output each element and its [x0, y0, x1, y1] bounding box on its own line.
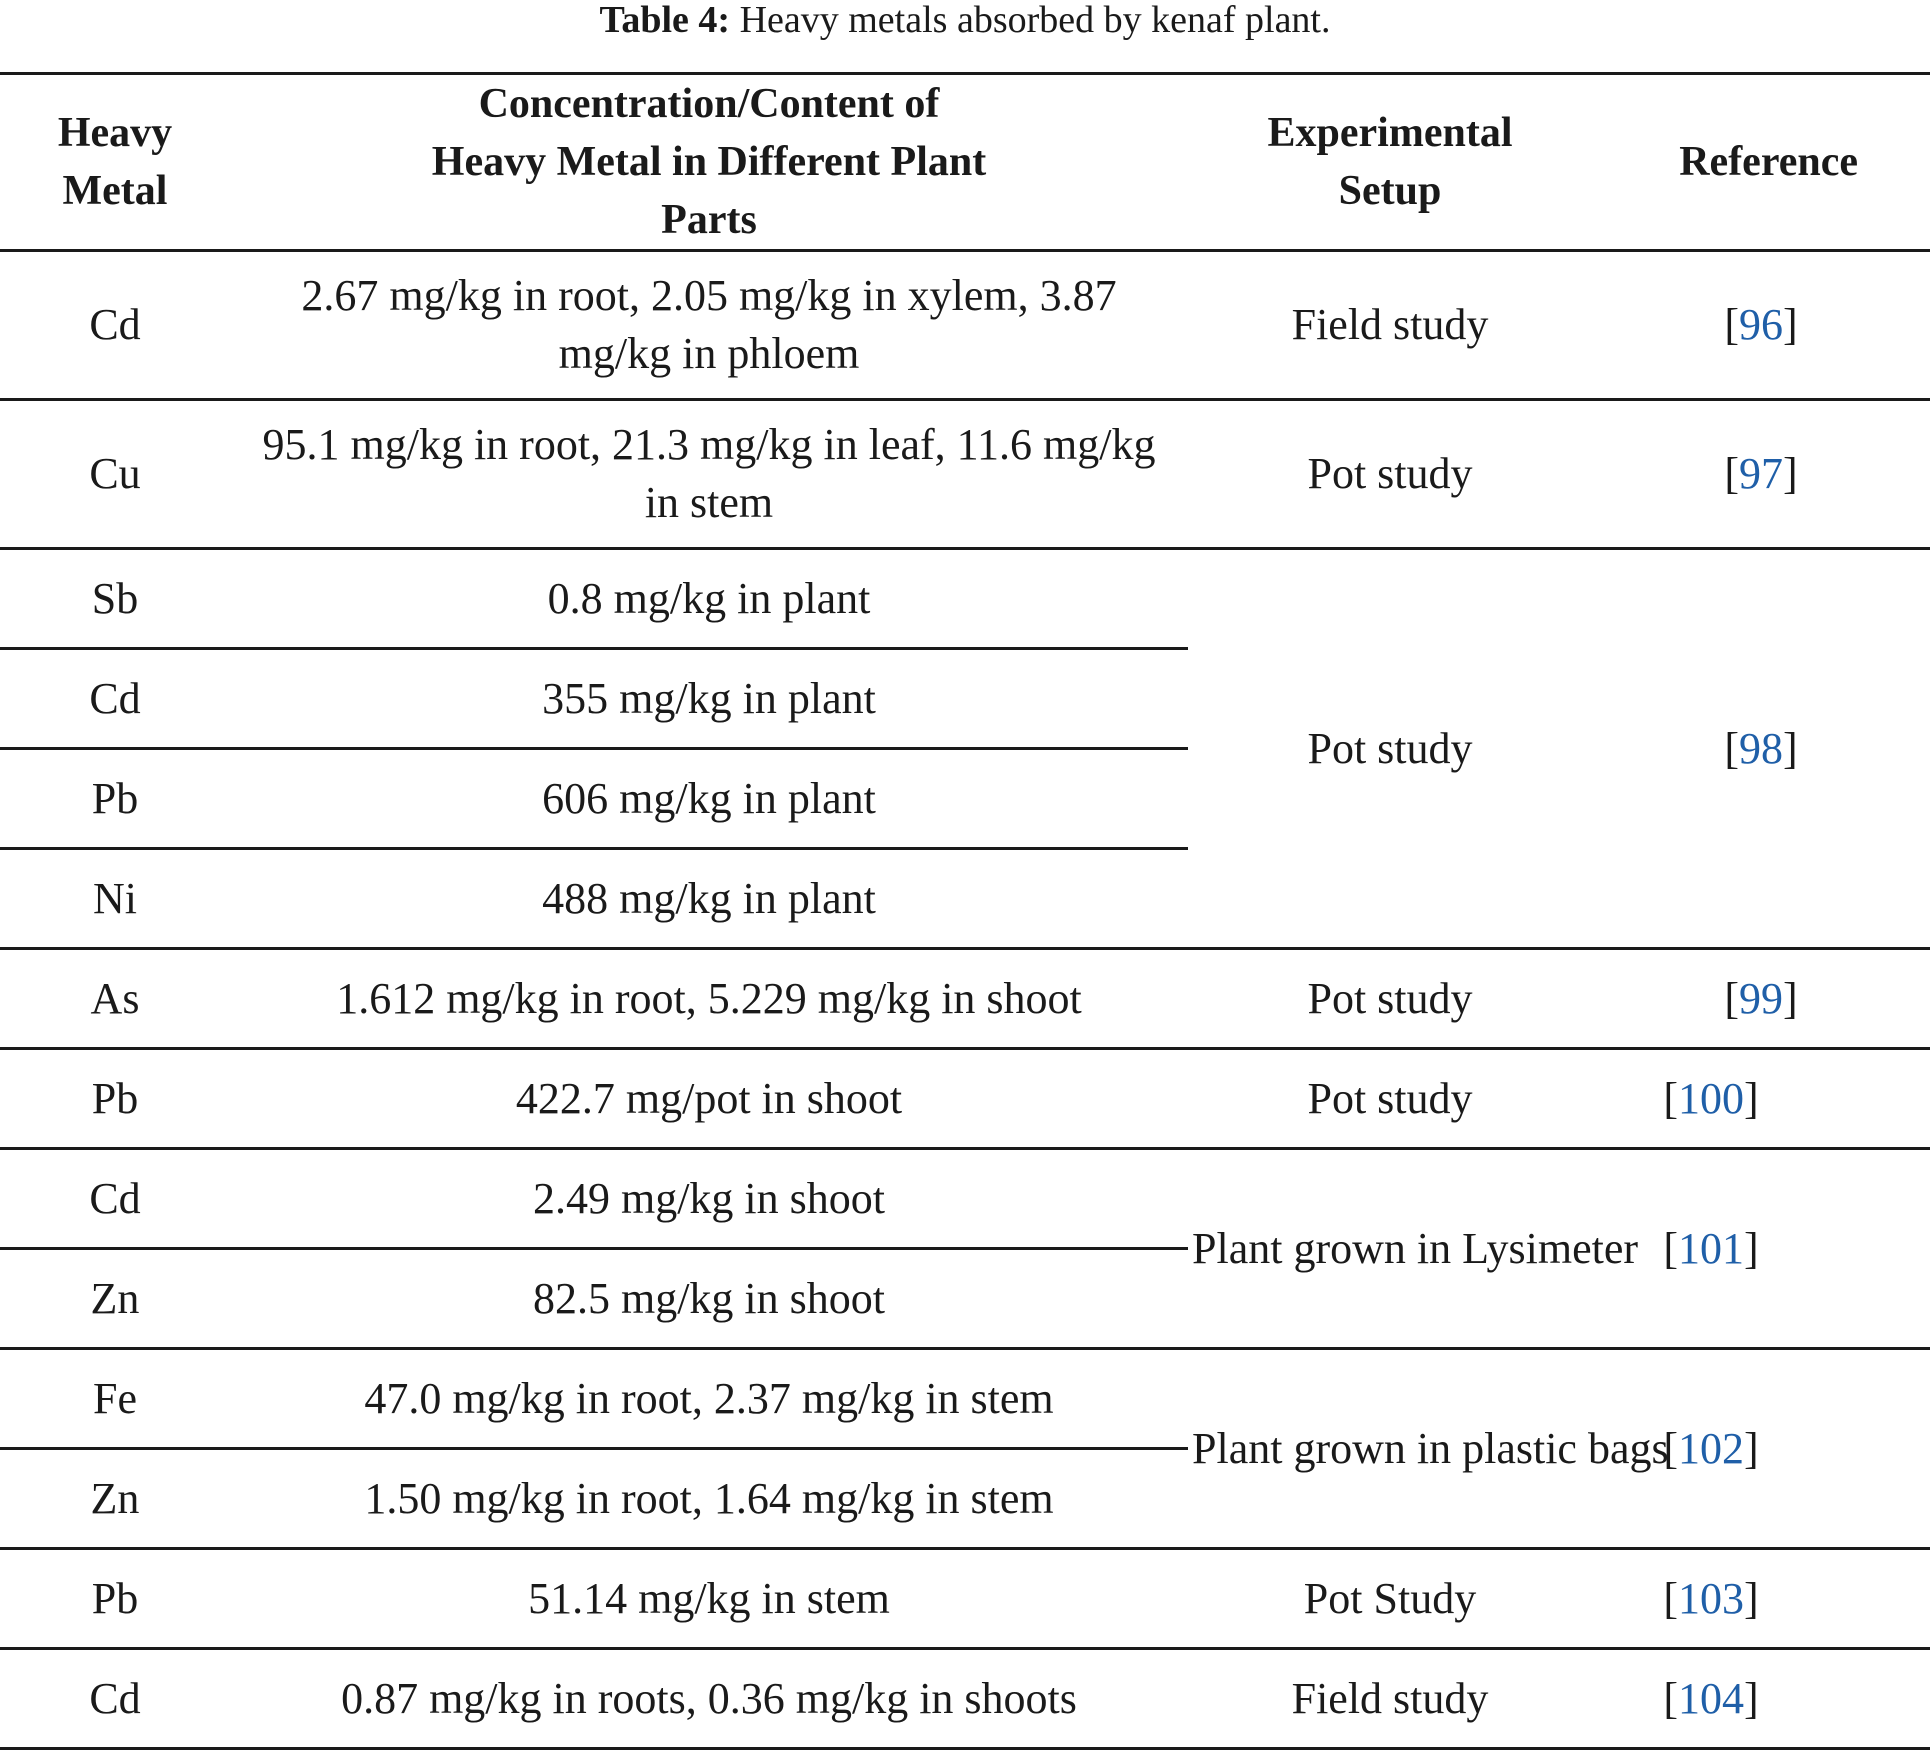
cell-concentration: 2.67 mg/kg in root, 2.05 mg/kg in xylem,… [230, 249, 1188, 400]
reference-link[interactable]: 99 [1739, 973, 1783, 1023]
cell-setup: Pot study [1188, 1047, 1592, 1149]
cell-setup: Plant grown in Lysimeter [1188, 1147, 1638, 1349]
cell-metal: Cu [0, 398, 230, 549]
heavy-metals-table: Heavy Metal Concentration/Content of Hea… [0, 72, 1930, 1750]
reference-link[interactable]: 101 [1678, 1223, 1744, 1273]
cell-concentration: 1.612 mg/kg in root, 5.229 mg/kg in shoo… [230, 947, 1188, 1049]
table-caption: Table 4: Heavy metals absorbed by kenaf … [0, 0, 1930, 46]
cell-metal: Cd [0, 647, 230, 749]
bracket-open: [ [1663, 1423, 1678, 1473]
bracket-close: ] [1744, 1223, 1759, 1273]
cell-metal: Pb [0, 747, 230, 849]
cell-setup: Pot study [1188, 947, 1592, 1049]
cell-concentration: 1.50 mg/kg in root, 1.64 mg/kg in stem [230, 1447, 1188, 1549]
cell-concentration: 606 mg/kg in plant [230, 747, 1188, 849]
cell-metal: Ni [0, 847, 230, 949]
cell-reference: [99] [1592, 947, 1930, 1049]
reference-link[interactable]: 97 [1739, 449, 1783, 498]
cell-reference: [97] [1592, 398, 1930, 549]
cell-metal: Cd [0, 1647, 230, 1750]
cell-concentration: 355 mg/kg in plant [230, 647, 1188, 749]
bracket-open: [ [1724, 449, 1739, 498]
bracket-open: [ [1663, 1673, 1678, 1723]
bracket-open: [ [1663, 1573, 1678, 1623]
bracket-close: ] [1744, 1673, 1759, 1723]
cell-setup: Pot study [1188, 547, 1592, 949]
reference-link[interactable]: 103 [1678, 1573, 1744, 1623]
cell-reference: [98] [1592, 547, 1930, 949]
cell-concentration: 422.7 mg/pot in shoot [230, 1047, 1188, 1149]
cell-setup: Field study [1188, 1647, 1592, 1750]
bracket-open: [ [1724, 723, 1739, 773]
cell-reference: [102] [1592, 1347, 1930, 1549]
cell-concentration: 51.14 mg/kg in stem [230, 1547, 1188, 1649]
bracket-close: ] [1783, 449, 1798, 498]
reference-link[interactable]: 104 [1678, 1673, 1744, 1723]
cell-setup: Plant grown in plastic bags [1188, 1347, 1669, 1549]
reference-link[interactable]: 96 [1739, 300, 1783, 349]
cell-metal: Cd [0, 1147, 230, 1249]
cell-setup: Field study [1188, 249, 1592, 400]
reference-link[interactable]: 102 [1678, 1423, 1744, 1473]
cell-metal: Fe [0, 1347, 230, 1449]
bracket-close: ] [1744, 1423, 1759, 1473]
bracket-open: [ [1663, 1073, 1678, 1123]
cell-reference: [100] [1592, 1047, 1930, 1149]
bracket-close: ] [1744, 1573, 1759, 1623]
cell-setup: Pot Study [1188, 1547, 1592, 1649]
cell-metal: Zn [0, 1247, 230, 1349]
cell-metal: Pb [0, 1047, 230, 1149]
header-row: Heavy Metal Concentration/Content of Hea… [0, 72, 1930, 252]
bracket-close: ] [1744, 1073, 1759, 1123]
bracket-open: [ [1663, 1223, 1678, 1273]
cell-reference: [101] [1592, 1147, 1930, 1349]
cell-concentration: 0.87 mg/kg in roots, 0.36 mg/kg in shoot… [230, 1647, 1188, 1750]
cell-concentration: 82.5 mg/kg in shoot [230, 1247, 1188, 1349]
cell-concentration: 95.1 mg/kg in root, 21.3 mg/kg in leaf, … [230, 398, 1188, 549]
cell-concentration: 47.0 mg/kg in root, 2.37 mg/kg in stem [230, 1347, 1188, 1449]
cell-concentration: 2.49 mg/kg in shoot [230, 1147, 1188, 1249]
cell-metal: Cd [0, 249, 230, 400]
header-metal: Heavy Metal [0, 72, 230, 252]
bracket-open: [ [1724, 300, 1739, 349]
cell-metal: Pb [0, 1547, 230, 1649]
reference-link[interactable]: 100 [1678, 1073, 1744, 1123]
cell-reference: [103] [1592, 1547, 1930, 1649]
bracket-open: [ [1724, 973, 1739, 1023]
bracket-close: ] [1783, 723, 1798, 773]
header-concentration: Concentration/Content of Heavy Metal in … [230, 72, 1188, 252]
caption-label: Table 4: [599, 0, 731, 41]
cell-reference: [104] [1592, 1647, 1930, 1750]
header-reference: Reference [1592, 72, 1930, 252]
caption-text: Heavy metals absorbed by kenaf plant. [730, 0, 1331, 41]
cell-metal: As [0, 947, 230, 1049]
header-setup: Experimental Setup [1188, 72, 1592, 252]
cell-metal: Sb [0, 547, 230, 649]
reference-link[interactable]: 98 [1739, 723, 1783, 773]
bracket-close: ] [1783, 300, 1798, 349]
cell-concentration: 488 mg/kg in plant [230, 847, 1188, 949]
cell-concentration: 0.8 mg/kg in plant [230, 547, 1188, 649]
cell-reference: [96] [1592, 249, 1930, 400]
bracket-close: ] [1783, 973, 1798, 1023]
cell-setup: Pot study [1188, 398, 1592, 549]
cell-metal: Zn [0, 1447, 230, 1549]
